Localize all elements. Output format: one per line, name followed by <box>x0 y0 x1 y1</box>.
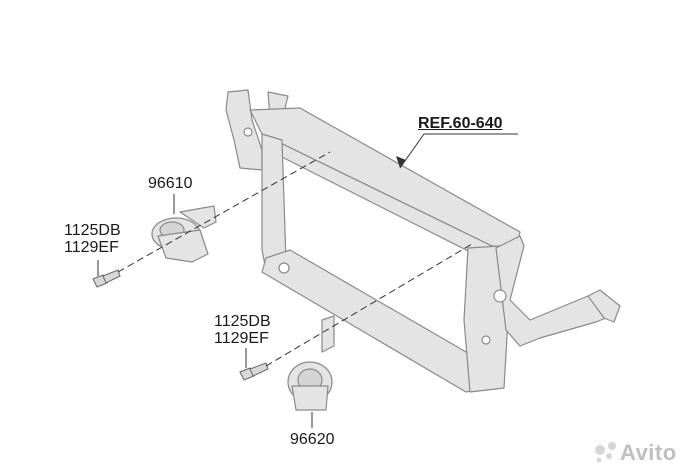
bolt-upper-code-a: 1125DB <box>64 222 121 239</box>
bolt-lower-code-b: 1129EF <box>214 330 269 347</box>
leader-lines <box>97 133 518 428</box>
bolt-upper-code-b: 1129EF <box>64 239 119 256</box>
part-number-96610: 96610 <box>148 175 193 192</box>
radiator-support-frame <box>225 89 621 393</box>
assembly-lines <box>117 151 473 367</box>
avito-logo-icon <box>595 442 616 463</box>
ref-label: REF.60-640 <box>418 115 503 132</box>
horn-high-part <box>151 205 217 263</box>
part-number-96620: 96620 <box>290 431 335 448</box>
watermark-text: Avito <box>620 440 677 465</box>
bolt-lower-part <box>239 362 269 381</box>
bolt-upper-part <box>92 269 121 288</box>
horn-low-part <box>287 315 335 411</box>
bolt-lower-code-a: 1125DB <box>214 313 271 330</box>
